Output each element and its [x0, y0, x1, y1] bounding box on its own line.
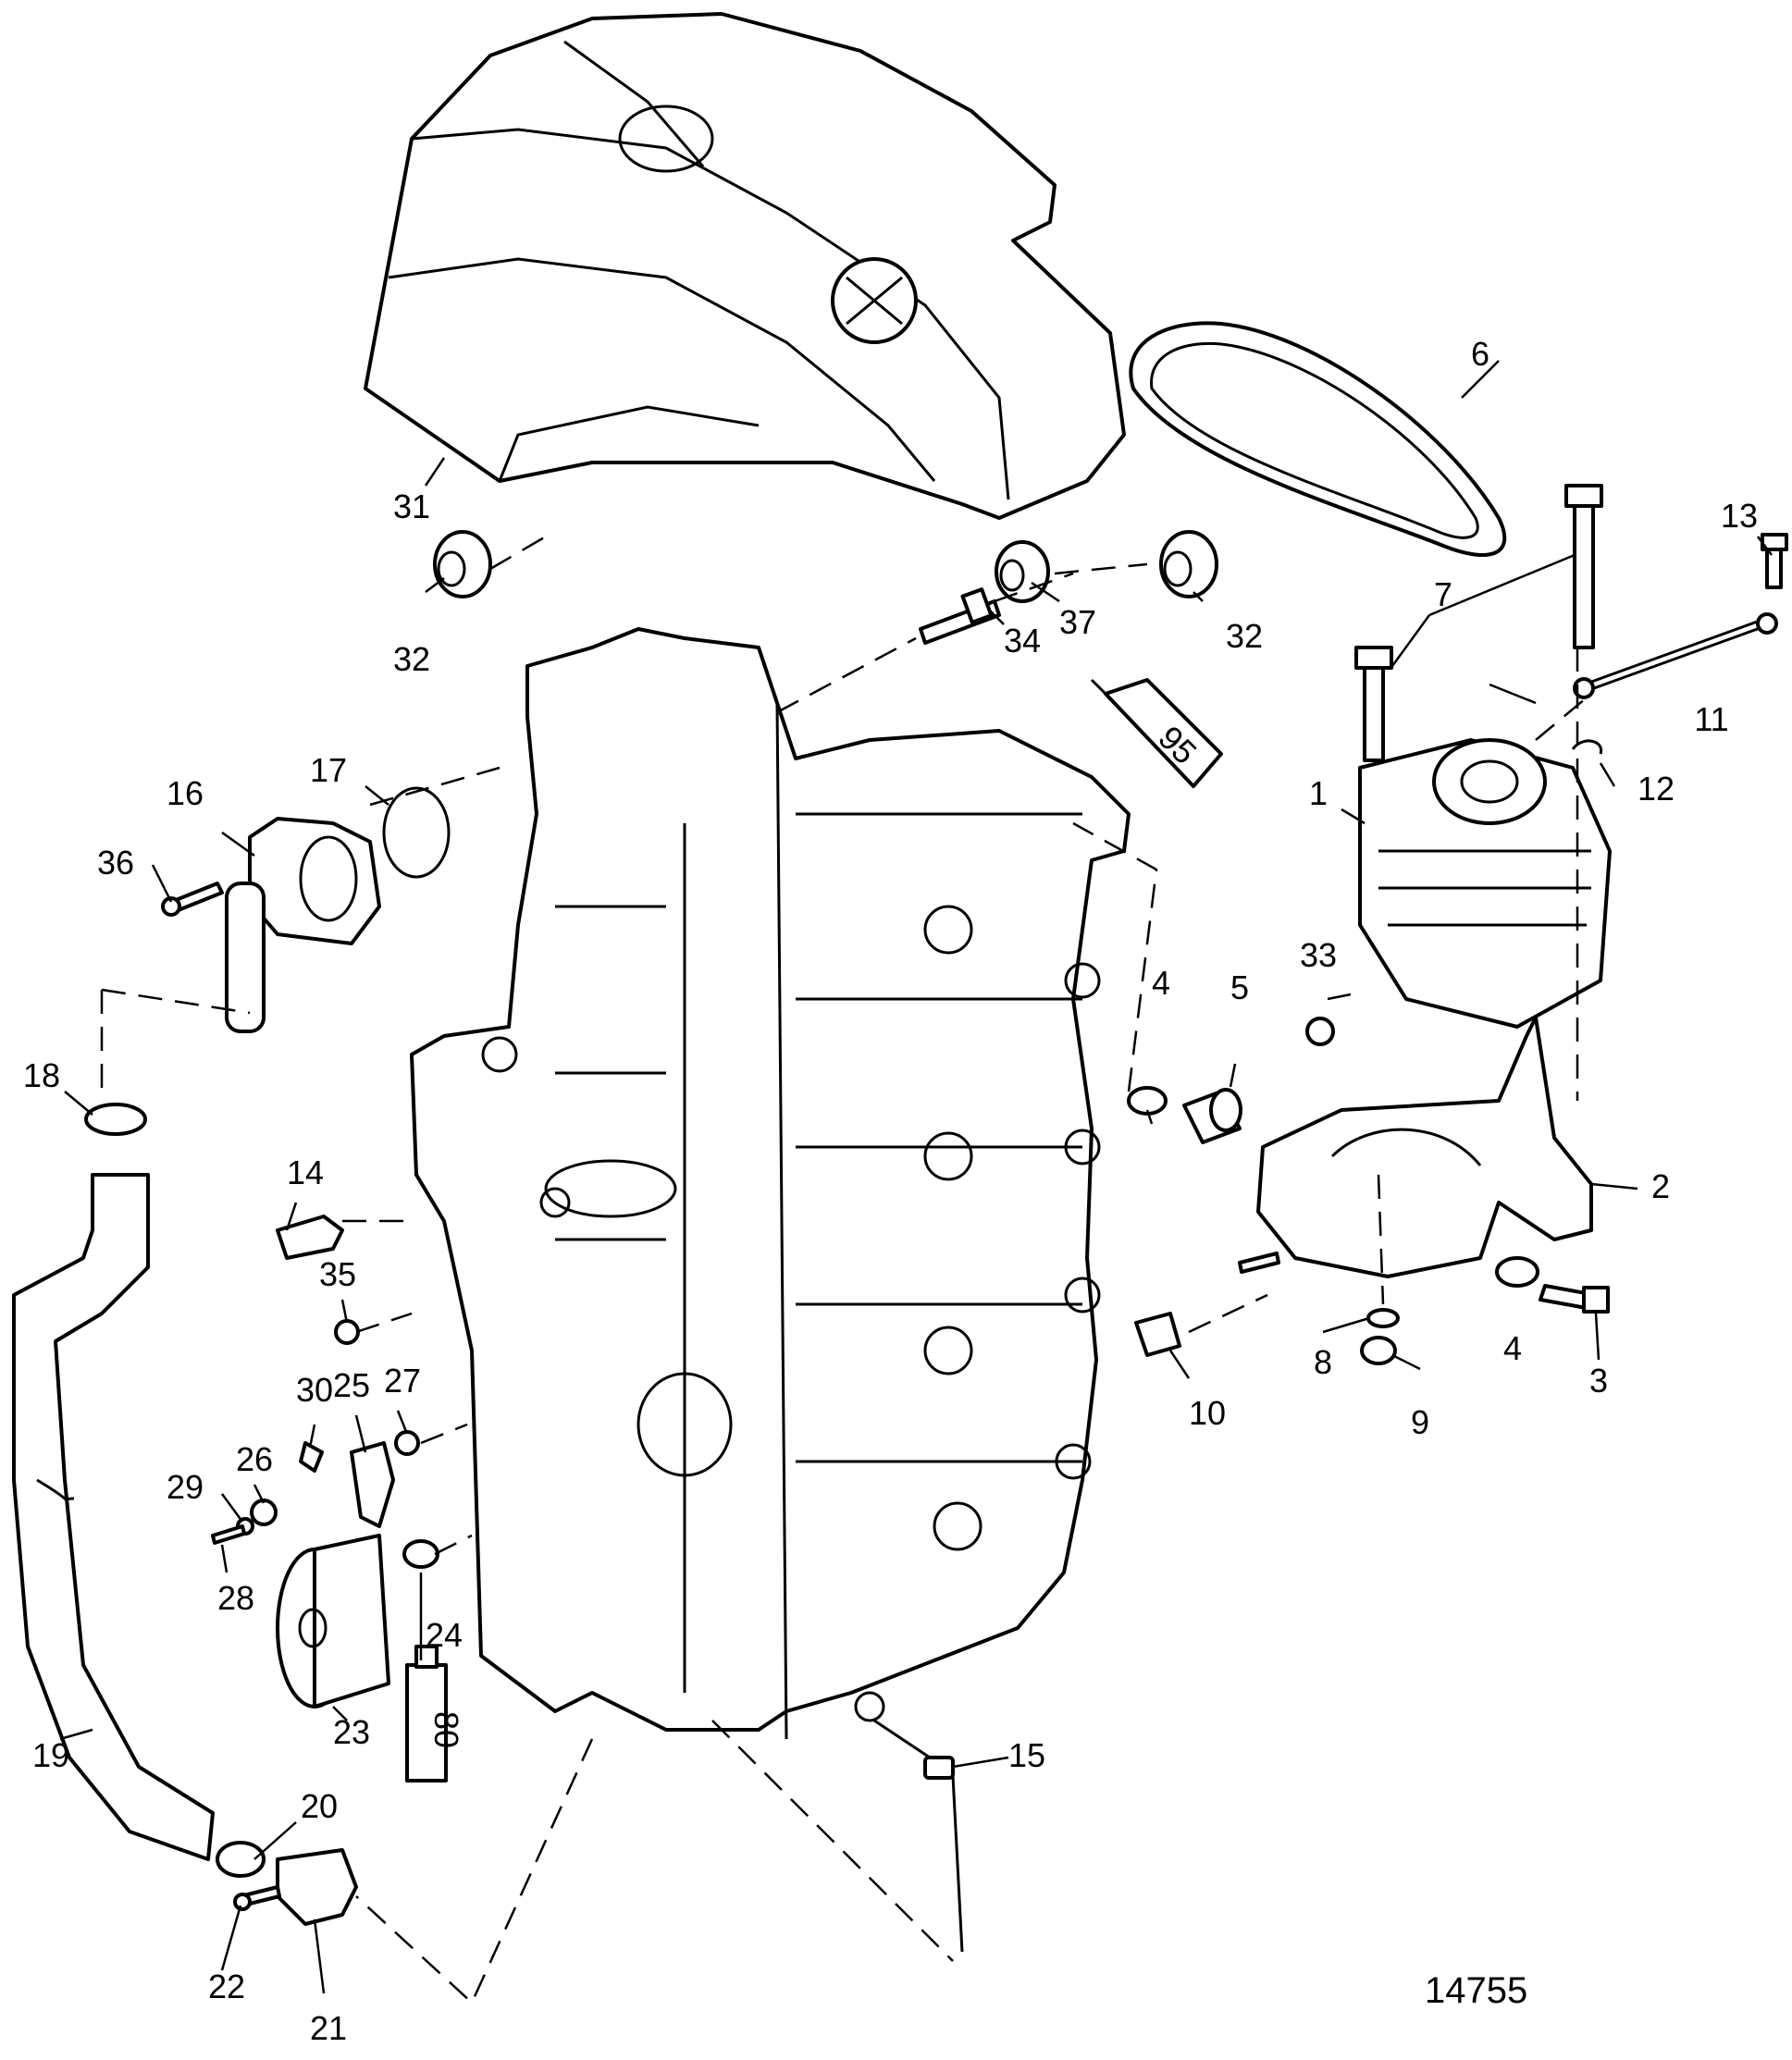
grommet-right — [1159, 530, 1218, 598]
clip-30 — [299, 1441, 324, 1473]
callout-4-lower: 4 — [1503, 1329, 1522, 1367]
bolt-7-short — [1354, 646, 1393, 762]
brand-emblem-logo — [831, 257, 918, 344]
clip-12 — [1571, 739, 1603, 755]
callout-34: 34 — [1004, 622, 1041, 660]
sealant-tube-95: 95 — [1090, 678, 1223, 788]
alternator — [1358, 738, 1612, 1029]
callout-23: 23 — [333, 1713, 370, 1751]
alternator-bracket — [1256, 1016, 1593, 1278]
callout-14: 14 — [287, 1153, 324, 1191]
bolt-7-long — [1564, 484, 1603, 649]
screw-36 — [161, 882, 224, 917]
fitting-24 — [402, 1539, 439, 1569]
screw-2-hint — [1238, 1252, 1280, 1274]
cable — [1573, 612, 1778, 699]
cylinder-block — [410, 627, 1131, 1740]
callout-6: 6 — [1471, 335, 1489, 373]
screw-27 — [394, 1430, 420, 1456]
clip-10 — [1134, 1312, 1181, 1357]
plug-35 — [334, 1319, 360, 1345]
drive-belt — [1129, 321, 1507, 557]
bracket-25 — [350, 1441, 395, 1528]
callout-8: 8 — [1314, 1343, 1332, 1381]
washer-4-lower — [1495, 1256, 1539, 1288]
leader-lines — [59, 360, 1773, 1994]
bushing-5 — [1182, 1088, 1242, 1144]
screw-28 — [211, 1524, 246, 1545]
callout-31: 31 — [393, 487, 430, 525]
callout-16: 16 — [167, 774, 204, 812]
callout-36: 36 — [97, 844, 134, 882]
callout-20: 20 — [301, 1787, 338, 1825]
stud — [919, 587, 1001, 645]
sensor-14 — [276, 1215, 344, 1260]
callout-12: 12 — [1638, 770, 1675, 808]
washer-4-upper — [1127, 1086, 1168, 1116]
callout-24: 24 — [426, 1616, 463, 1654]
bolt-13 — [1761, 533, 1788, 589]
callout-35: 35 — [319, 1255, 356, 1293]
callout-7: 7 — [1434, 575, 1452, 613]
tube-80-label: 80 — [427, 1711, 465, 1748]
grommet-left — [433, 530, 492, 598]
callout-17: 17 — [310, 751, 347, 789]
callout-labels: 1 2 3 4 4 5 6 7 8 9 10 11 12 13 14 15 16… — [23, 335, 1758, 2047]
nut-33 — [1305, 1017, 1335, 1046]
callout-3: 3 — [1589, 1362, 1608, 1400]
callout-25: 25 — [333, 1366, 370, 1404]
oil-filter — [276, 1534, 390, 1708]
dipstick — [854, 1691, 964, 1953]
bolt-3 — [1539, 1284, 1610, 1314]
callout-32-left: 32 — [393, 640, 430, 678]
hose — [12, 1173, 215, 1861]
callout-30: 30 — [296, 1371, 333, 1409]
sealant-tube-80: 80 — [405, 1645, 465, 1782]
callout-4-upper: 4 — [1152, 964, 1170, 1002]
nut-26 — [250, 1499, 278, 1526]
callout-37: 37 — [1059, 603, 1096, 641]
callout-27: 27 — [384, 1362, 421, 1400]
callout-22: 22 — [208, 1967, 245, 2005]
nut-9 — [1360, 1336, 1397, 1365]
hose-fitting — [276, 1848, 358, 1926]
callout-32-right: 32 — [1226, 617, 1263, 655]
callout-1: 1 — [1309, 774, 1328, 812]
thermostat-housing — [225, 817, 381, 1033]
hose-clamp-18 — [84, 1103, 147, 1136]
washer-8 — [1366, 1308, 1400, 1328]
callout-21: 21 — [310, 2009, 347, 2047]
o-ring — [382, 786, 451, 879]
callout-13: 13 — [1721, 497, 1758, 535]
callout-5: 5 — [1230, 968, 1249, 1006]
drawing-number: 14755 — [1425, 1970, 1527, 2011]
bushing-37 — [995, 540, 1050, 603]
callout-19: 19 — [32, 1736, 69, 1774]
screw-22 — [233, 1885, 281, 1911]
callout-11: 11 — [1694, 700, 1728, 738]
callout-18: 18 — [23, 1056, 60, 1094]
callout-28: 28 — [217, 1579, 254, 1617]
callout-10: 10 — [1189, 1394, 1226, 1432]
assembly-lines — [100, 535, 1592, 2005]
engine-cover — [364, 12, 1126, 520]
hose-clamp-20 — [216, 1841, 266, 1878]
callout-33: 33 — [1300, 936, 1337, 974]
callout-2: 2 — [1651, 1167, 1670, 1205]
callout-15: 15 — [1008, 1736, 1045, 1774]
callout-26: 26 — [236, 1440, 273, 1478]
callout-9: 9 — [1411, 1403, 1429, 1441]
callout-29: 29 — [167, 1468, 204, 1506]
